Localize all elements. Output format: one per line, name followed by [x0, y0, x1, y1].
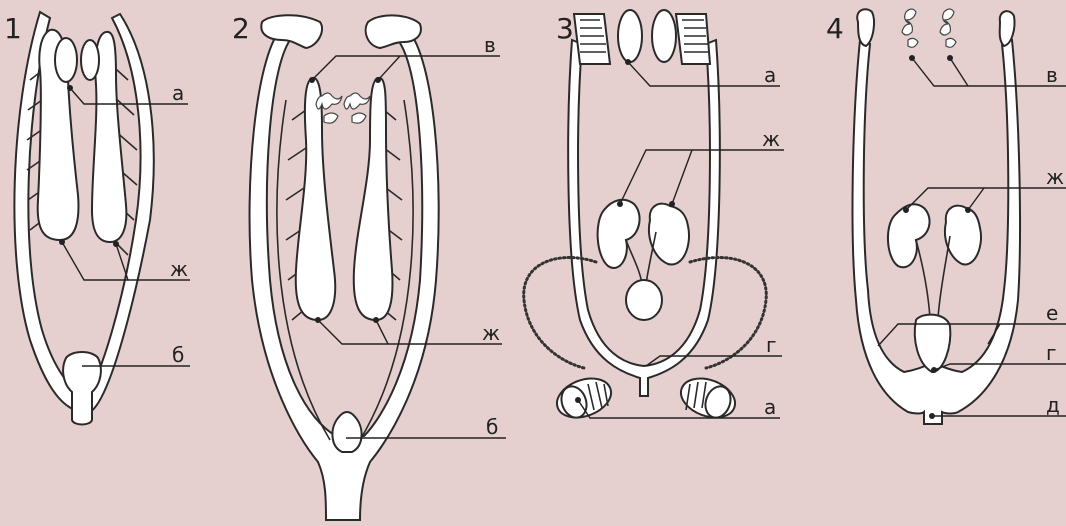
- panel-4-kidney-left: [888, 204, 930, 267]
- panel-2-cloaca: [332, 412, 361, 452]
- panel-3-ovary-right: [652, 10, 676, 62]
- label-zh-panel-3: ж: [762, 127, 780, 151]
- panel-2-funnel-left: [261, 15, 322, 48]
- label-v-panel-4: в: [1046, 63, 1058, 87]
- panel-1-number: 1: [4, 12, 22, 45]
- label-b-panel-2: б: [486, 415, 498, 439]
- label-g-panel-3: г: [766, 333, 777, 357]
- panel-3-lower-gonad-left: [552, 372, 617, 425]
- panel-3-bladder: [626, 280, 662, 320]
- panel-4-squiggle-right: [940, 9, 956, 47]
- panel-4-number: 4: [826, 12, 844, 45]
- label-a-panel-3-top: а: [764, 63, 776, 87]
- label-v-panel-2: в: [484, 33, 496, 57]
- panel-2: 2 в ж б: [232, 12, 506, 520]
- label-b-panel-1: б: [172, 343, 184, 367]
- panel-2-number: 2: [232, 12, 250, 45]
- panel-4-squiggle-left: [902, 9, 918, 47]
- label-zh-panel-2: ж: [482, 321, 500, 345]
- panel-4: 4 в ж е г д: [826, 9, 1066, 424]
- panel-3-gonad-top-right: [676, 14, 710, 64]
- panel-4-kidney-right: [945, 206, 981, 265]
- panel-3-ovary-left: [618, 10, 642, 62]
- panel-1-gland-right: [81, 40, 99, 80]
- panel-1: 1 а ж б: [4, 12, 190, 425]
- panel-3-outer-duct: [568, 40, 720, 396]
- panel-1-gland-left: [55, 38, 77, 82]
- label-a-panel-3-bottom: а: [764, 395, 776, 419]
- panel-3-gonad-top-left: [574, 14, 610, 64]
- panel-3: 3: [524, 10, 784, 424]
- panel-1-cloaca: [63, 352, 101, 425]
- label-d-panel-4: д: [1046, 393, 1060, 417]
- label-g-panel-4: г: [1046, 341, 1057, 365]
- panel-2-squiggle-right: [344, 93, 370, 123]
- label-zh-panel-4: ж: [1046, 165, 1064, 189]
- panel-3-lower-gonad-right: [676, 372, 741, 425]
- panel-4-funnel-left: [857, 9, 874, 46]
- panel-4-bladder: [915, 315, 951, 372]
- label-e-panel-4: е: [1046, 301, 1058, 325]
- label-a-panel-1: а: [172, 81, 184, 105]
- label-zh-panel-1: ж: [170, 257, 188, 281]
